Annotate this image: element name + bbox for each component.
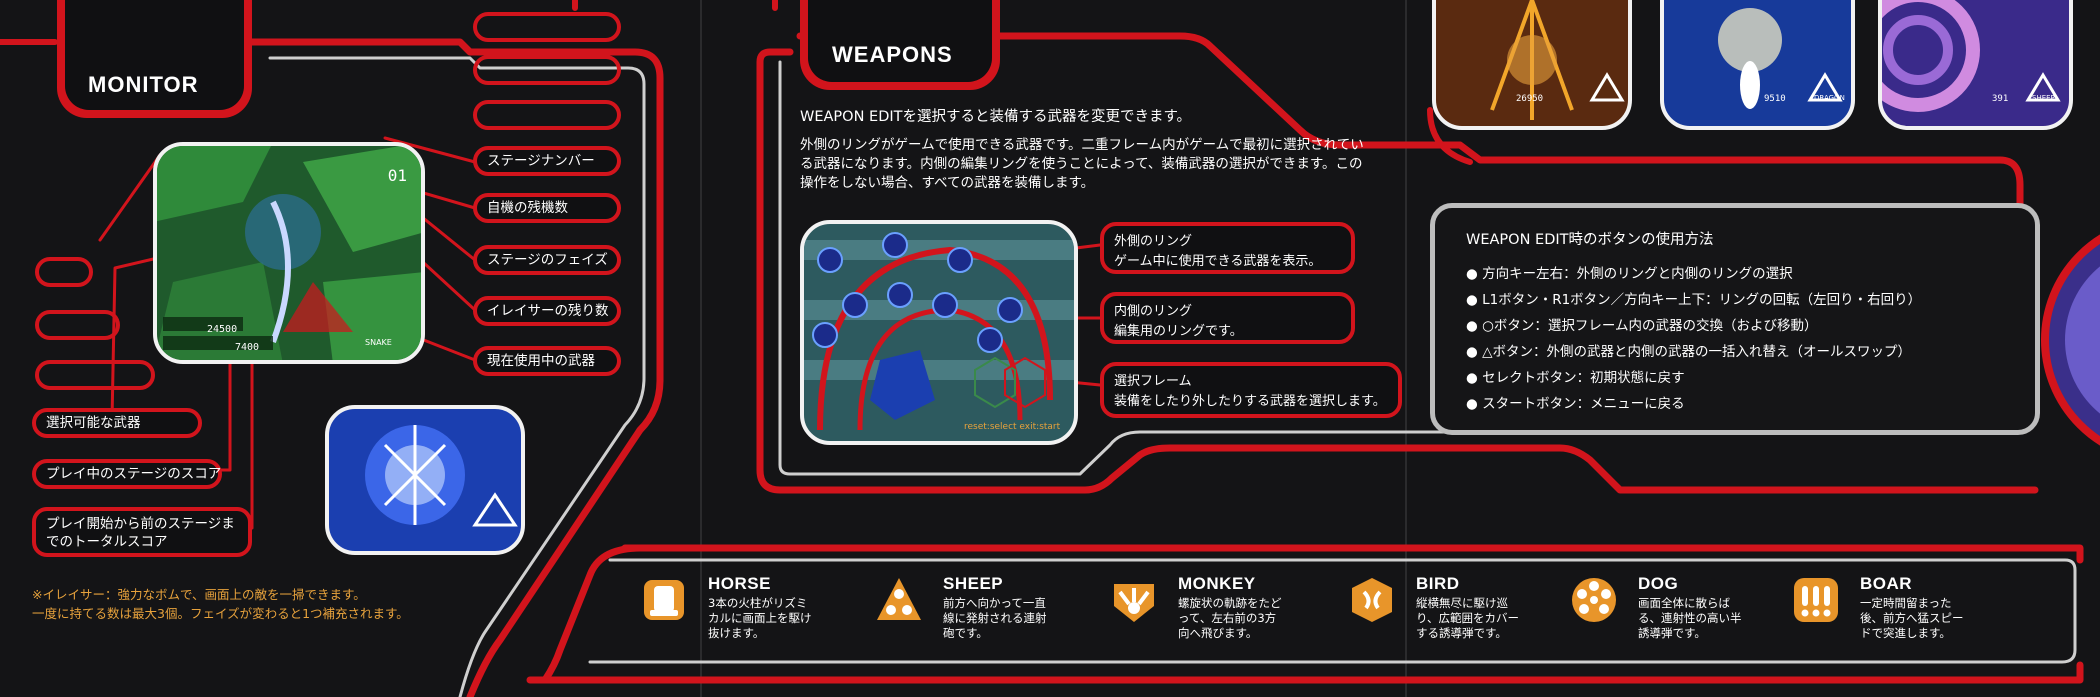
callout-total-score: プレイ開始から前のステージまでのトータルスコア [32,507,252,557]
erasure-scene [365,425,518,527]
weapon-edit-screenshot: reset:select exit:start [800,220,1078,445]
horse-icon [644,580,684,620]
empty-label-slot [35,310,120,340]
callout-inner-ring: 内側のリング 編集用のリングです。 [1100,292,1355,344]
weapons-intro: WEAPON EDITを選択すると装備する武器を変更できます。 [800,109,1192,125]
top-shot-score: 26950 [1516,94,1544,104]
dog-icon [1572,578,1616,622]
callout-stage-score: プレイ中のステージのスコア [32,459,222,489]
fold-line [700,0,702,697]
outer-ring-text: ゲーム中に使用できる武器を表示。 [1114,254,1322,269]
boar-icon [1794,578,1838,622]
select-frame-title: 選択フレーム [1114,374,1192,389]
edit-help-item: ● △ボタン：外側の武器と内側の武器の一括入れ替え（オールスワップ） [1466,344,1911,360]
weapon-name: MONKEY [1178,574,1256,593]
inner-ring-text: 編集用のリングです。 [1114,324,1243,339]
empty-label-slot [35,257,93,287]
score-readout: 24500 [207,324,238,335]
top-shot-weapon: DRAGON [1814,94,1845,102]
callout-phase: ステージのフェイズ [473,245,621,275]
empty-label-slot [35,360,155,390]
bird-icon [1352,578,1392,622]
sheep-icon [877,578,921,620]
monkey-icon [1114,584,1154,622]
weapon-name: DOG [1638,574,1679,593]
callout-lives: 自機の残機数 [473,193,621,223]
weapons-heading-tab [800,0,1000,90]
empty-label-slot [473,100,621,130]
empty-label-slot [473,55,621,85]
inner-ring-title: 内側のリング [1114,304,1193,319]
top-shot-sheep: 391 SHEEP [1878,0,2073,130]
callout-outer-ring: 外側のリング ゲーム中に使用できる武器を表示。 [1100,222,1355,274]
edit-help-item: ● 方向キー左右：外側のリングと内側のリングの選択 [1466,266,1793,282]
weapon-desc: 前方へ向かって一直 線に発射される連射 砲です。 [943,596,1047,640]
eraser-note-line1: ※イレイサー：強力なボムで、画面上の敵を一掃できます。 [32,587,366,602]
monitor-heading-tab [57,0,252,118]
top-shot-weapon: SHEEP [2032,94,2055,102]
weapons-heading: WEAPONS [832,42,953,67]
erasure-screenshot [325,405,525,555]
callout-stage-number: ステージナンバー [473,146,621,176]
callout-selectable-weapons: 選択可能な武器 [32,408,202,438]
total-score-readout: 7400 [235,342,260,353]
edit-help-item: ● L1ボタン・R1ボタン／方向キー上下：リングの回転（左回り・右回り） [1466,292,1922,308]
top-shot-scene [1718,8,1843,109]
monitor-game-screenshot: 01 24500 7400 SNAKE [153,142,425,364]
weapon-desc: 3本の火柱がリズミ カルに画面上を駆け 抜けます。 [708,596,812,640]
fold-line [1405,0,1407,697]
weapons-body-line2: る武器になります。内側の編集リングを使うことによって、装備武器の選択ができます。… [800,156,1363,172]
edit-help-box [1430,203,2040,435]
eraser-note-line2: 一度に持てる数は最大3個。フェイズが変わると1つ補充されます。 [32,606,409,621]
game-scene [157,146,421,360]
callout-erasers: イレイサーの残り数 [473,296,621,326]
edit-footer: reset:select exit:start [964,422,1061,432]
weapon-name: HORSE [708,574,771,593]
select-frame-text: 装備をしたり外したりする武器を選択します。 [1114,394,1386,409]
outer-ring-title: 外側のリング [1114,234,1193,249]
weapon-readout: SNAKE [365,338,392,347]
top-shot-score: 391 [1992,94,2009,104]
callout-current-weapon: 現在使用中の武器 [473,346,621,376]
callout-select-frame: 選択フレーム 装備をしたり外したりする武器を選択します。 [1100,362,1402,418]
top-shot-scene [1490,0,1625,120]
top-shot-score: 9510 [1764,94,1786,104]
top-shot-scene [1882,0,2061,112]
weapons-body-line3: 操作をしない場合、すべての武器を装備します。 [800,175,1095,191]
edit-help-item: ● ○ボタン：選択フレーム内の武器の交換（および移動） [1466,318,1818,334]
top-shot-dragon: 9510 DRAGON [1660,0,1855,130]
weapon-name: BIRD [1416,574,1460,593]
weapon-edit-scene [804,232,1074,431]
monitor-heading: MONITOR [88,72,199,97]
weapon-desc: 螺旋状の軌跡をたど って、左右前の3方 向へ飛びます。 [1178,596,1282,640]
weapon-name: SHEEP [943,574,1004,593]
weapon-desc: 縦横無尽に駆け巡 り、広範囲をカバー する誘導弾です。 [1416,596,1520,640]
edit-help-item: ● セレクトボタン：初期状態に戻す [1466,370,1685,386]
stage-number-readout: 01 [387,166,407,185]
weapon-desc: 一定時間留まった 後、前方へ猛スピー ドで突進します。 [1860,596,1964,640]
edit-help-item: ● スタートボタン：メニューに戻る [1466,396,1685,412]
top-shot-horse: 26950 [1432,0,1632,130]
empty-label-slot [473,12,621,42]
edit-help-title: WEAPON EDIT時のボタンの使用方法 [1466,232,1714,248]
weapon-desc: 画面全体に散らば る、連射性の高い半 誘導弾です。 [1638,596,1742,640]
weapon-name: BOAR [1860,574,1913,593]
weapons-body-line1: 外側のリングがゲームで使用できる武器です。二重フレーム内がゲームで最初に選択され… [800,137,1364,153]
